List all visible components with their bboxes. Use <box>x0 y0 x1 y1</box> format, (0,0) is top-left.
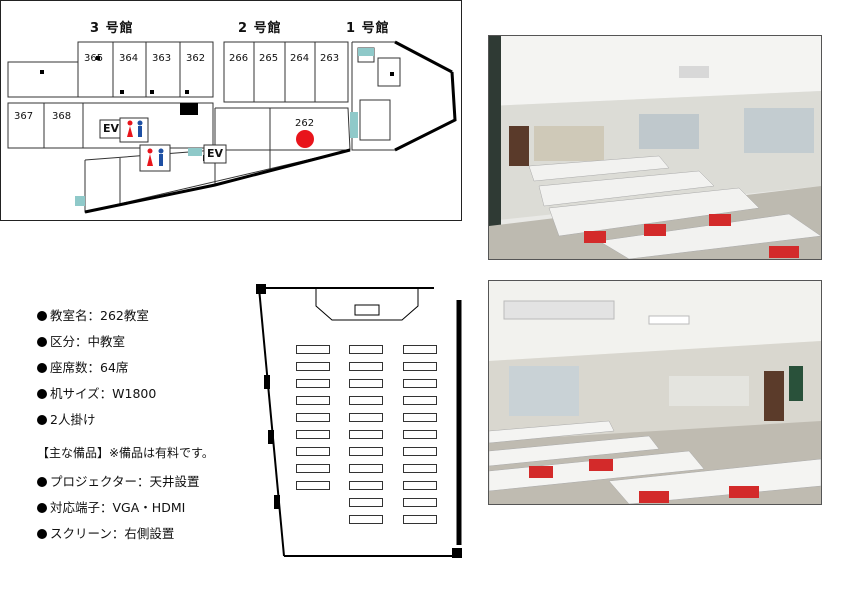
layout-door-top-left <box>256 284 266 294</box>
info-desk-size: 机サイズ：W1800 <box>37 383 156 402</box>
restroom-icon-lower <box>139 144 171 172</box>
room-262: 262 <box>295 118 315 129</box>
bullet-icon <box>37 477 47 487</box>
building3-west-wing <box>7 61 79 98</box>
desk <box>403 447 437 456</box>
desk <box>403 413 437 422</box>
stair-indicator <box>358 48 374 56</box>
info-projector: プロジェクター：天井設置 <box>37 471 200 490</box>
room-368: 368 <box>52 111 72 122</box>
desk <box>349 362 383 371</box>
desk <box>403 396 437 405</box>
floor-map-drawing <box>7 40 457 214</box>
desk <box>403 481 437 490</box>
elevator-label-upper: EV <box>103 122 120 135</box>
classroom-layout-plan <box>254 280 468 562</box>
elevator-label-lower: EV <box>207 147 224 160</box>
desk <box>296 447 330 456</box>
info-seat-count: 座席数：64席 <box>37 357 128 376</box>
desk <box>403 464 437 473</box>
desk <box>296 481 330 490</box>
building-1-label: 1 号館 <box>346 21 390 36</box>
room-362: 362 <box>186 53 206 64</box>
building-2-label: 2 号館 <box>238 21 282 36</box>
bullet-icon <box>37 389 47 399</box>
desk <box>349 498 383 507</box>
desk <box>349 515 383 524</box>
building3-lower-block <box>7 102 84 149</box>
room-262-marker <box>296 130 314 148</box>
room-364: 364 <box>119 53 139 64</box>
room-263: 263 <box>320 53 340 64</box>
desk <box>403 362 437 371</box>
restroom-icon-upper <box>119 117 149 143</box>
desk <box>296 413 330 422</box>
info-seating: 2人掛け <box>37 409 95 428</box>
room-363: 363 <box>152 53 172 64</box>
desk <box>296 430 330 439</box>
desk <box>296 396 330 405</box>
desk <box>349 464 383 473</box>
room-365: 365 <box>84 53 104 64</box>
room-266: 266 <box>229 53 249 64</box>
bullet-icon <box>37 363 47 373</box>
info-category: 区分：中教室 <box>37 331 125 350</box>
building-3-label: 3 号館 <box>90 21 134 36</box>
info-screen: スクリーン：右側設置 <box>37 523 174 542</box>
bullet-icon <box>37 415 47 425</box>
info-terminals: 対応端子：VGA・HDMI <box>37 497 185 516</box>
equipment-heading: 【主な備品】※備品は有料です。 <box>37 446 214 460</box>
elevator-shaft <box>180 103 198 115</box>
bullet-icon <box>37 503 47 513</box>
floor-map: 3 号館 2 号館 1 号館 365 364 363 362 266 265 2… <box>0 0 462 221</box>
room-367: 367 <box>14 111 34 122</box>
bullet-icon <box>37 337 47 347</box>
desk <box>349 345 383 354</box>
room-265: 265 <box>259 53 279 64</box>
room-264: 264 <box>290 53 310 64</box>
bullet-icon <box>37 311 47 321</box>
classroom-photo-rear <box>488 280 822 505</box>
desk <box>349 481 383 490</box>
desk <box>349 379 383 388</box>
desk <box>296 379 330 388</box>
desk <box>349 447 383 456</box>
desk <box>403 345 437 354</box>
building2-upper-block <box>223 41 349 103</box>
desk <box>349 396 383 405</box>
classroom-photo-front <box>488 35 822 260</box>
desk <box>349 430 383 439</box>
desk <box>403 515 437 524</box>
bullet-icon <box>37 529 47 539</box>
desk <box>296 464 330 473</box>
desk <box>403 379 437 388</box>
desk <box>296 345 330 354</box>
desk <box>349 413 383 422</box>
desk <box>296 362 330 371</box>
layout-door-bottom-right <box>452 548 462 558</box>
desk <box>403 430 437 439</box>
desk <box>403 498 437 507</box>
info-room-name: 教室名：262教室 <box>37 305 149 324</box>
